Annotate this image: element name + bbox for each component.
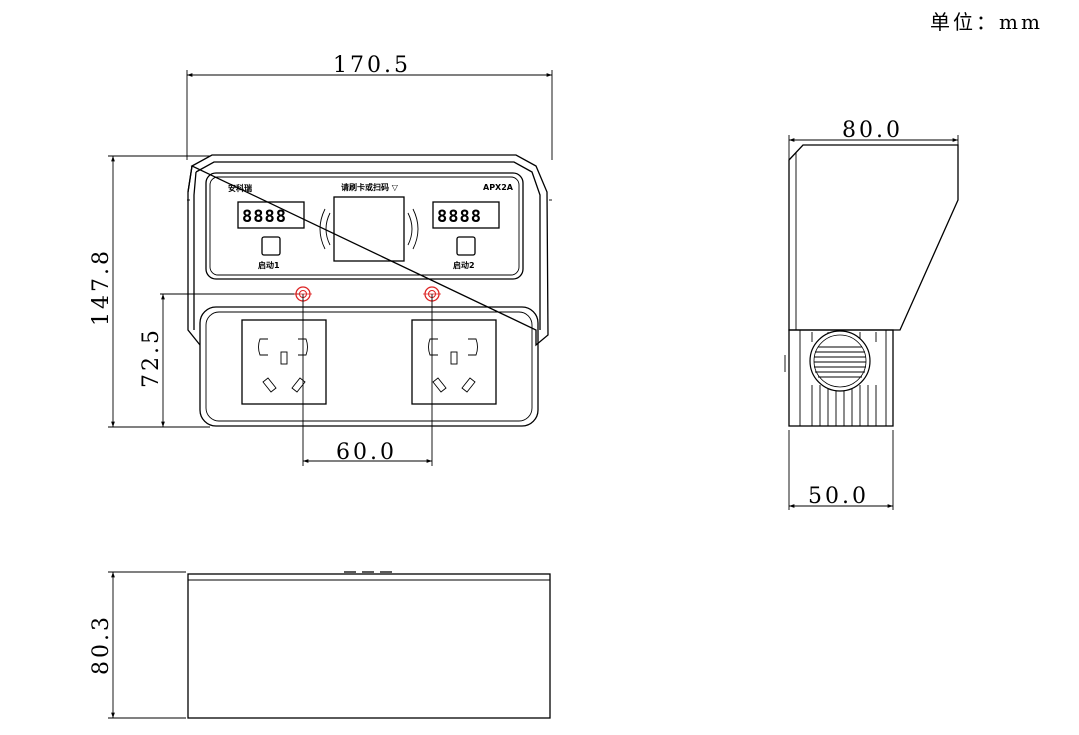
socket-spacing-dimension: 60.0 xyxy=(336,440,397,465)
nfc-wave-icon xyxy=(325,212,331,246)
start-button-2-label: 启动2 xyxy=(453,260,475,270)
power-socket-2 xyxy=(411,319,497,405)
top-view-height-dimension: 80.3 xyxy=(89,614,114,675)
start-button-1-label: 启动1 xyxy=(258,260,280,270)
lower-height-dimension: 72.5 xyxy=(139,327,164,388)
power-socket-1 xyxy=(241,319,327,405)
width-dimension: 170.5 xyxy=(333,53,411,78)
start-button-2 xyxy=(456,236,476,256)
speaker-grille-icon xyxy=(809,330,871,392)
card-prompt: 请刷卡或扫码 ▽ xyxy=(341,182,399,192)
front-view: 170.5 147.8 72.5 安科瑞 请刷卡或扫码 ▽ APX2A 8888… xyxy=(89,53,553,466)
model-label: APX2A xyxy=(483,183,514,192)
display-2: 8888 xyxy=(437,207,482,227)
start-button-1 xyxy=(261,236,281,256)
unit-label: 单位：mm xyxy=(930,10,1043,34)
brand-logo-text: 安科瑞 xyxy=(228,183,252,193)
display-1: 8888 xyxy=(242,207,287,227)
top-view: 80.3 xyxy=(89,571,551,719)
bottom-depth-dimension: 50.0 xyxy=(808,484,869,509)
height-dimension: 147.8 xyxy=(89,248,114,326)
side-view: 80.0 xyxy=(784,118,959,510)
top-depth-dimension: 80.0 xyxy=(842,118,903,143)
